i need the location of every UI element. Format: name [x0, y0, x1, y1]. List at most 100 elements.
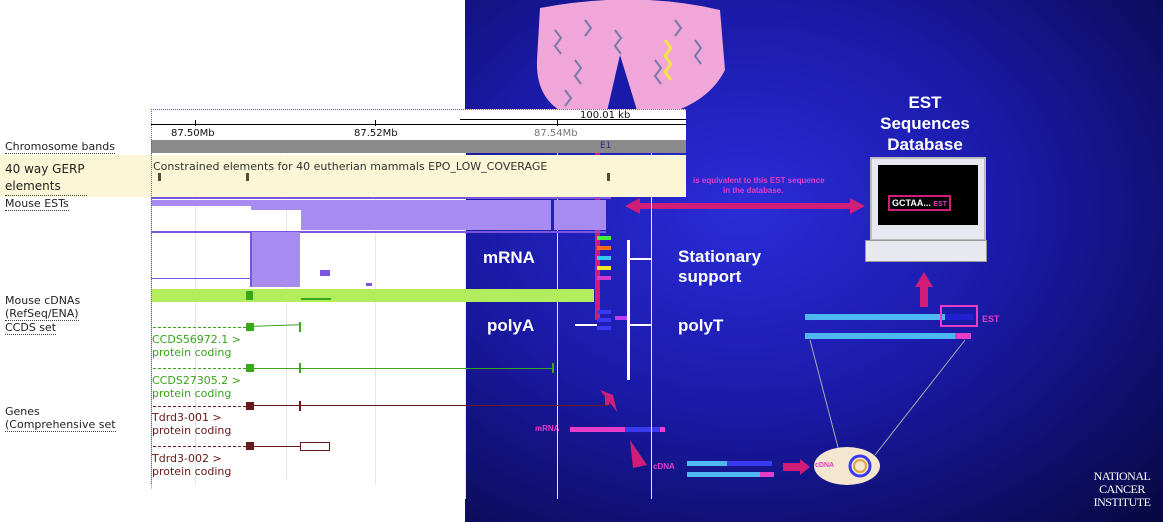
genome-browser-panel: 100.01 kb 87.50Mb 87.52Mb 87.54Mb Chromo… [0, 109, 686, 499]
ccds1-label[interactable]: CCDS56972.1 > protein coding [152, 333, 241, 359]
track-label-genes[interactable]: Genes (Comprehensive set [5, 405, 116, 432]
mrna-small-label: mRNA [535, 424, 560, 433]
ruler-axis [151, 124, 686, 125]
ccds-exon[interactable] [246, 364, 254, 372]
gerp-element[interactable] [607, 173, 610, 181]
track-label-chromosome-bands[interactable]: Chromosome bands [5, 140, 115, 154]
gerp-track-description: Constrained elements for 40 eutherian ma… [153, 160, 548, 173]
gerp-element[interactable] [246, 173, 249, 181]
genes-label-line1: Genes [5, 405, 40, 418]
genes-label-line2: (Comprehensive set [5, 418, 116, 432]
gerp-track-row [0, 155, 686, 197]
gene1-type: protein coding [152, 424, 232, 437]
nci-line3: INSTITUTE [1093, 495, 1151, 509]
mouse-cdnas-label-line1: Mouse cDNAs [5, 294, 81, 307]
gene2-label[interactable]: Tdrd3-002 > protein coding [152, 452, 231, 478]
track-label-mouse-ests[interactable]: Mouse ESTs [5, 197, 69, 211]
db-title-line2: Sequences [880, 114, 970, 133]
grid-line [465, 109, 466, 499]
gerp-label-line2: elements [5, 178, 87, 196]
est-feature[interactable] [366, 283, 372, 286]
ruler[interactable] [151, 109, 686, 144]
ccds-label[interactable]: CCDS set [5, 321, 57, 335]
stationary-label: Stationary support [678, 247, 761, 287]
ruler-span: 100.01 kb [580, 110, 631, 121]
ccds1-id[interactable]: CCDS56972.1 > [152, 333, 242, 346]
ccds-connector [153, 368, 246, 369]
screen-est-tag: EST [933, 201, 947, 208]
gerp-label-line1: 40 way GERP [5, 162, 85, 176]
nci-logo: NATIONAL CANCER INSTITUTE [1083, 470, 1161, 509]
mouse-cdnas-label-line2: (RefSeq/ENA) [5, 307, 79, 321]
ccds-connector [153, 327, 246, 328]
est-feature[interactable] [554, 200, 606, 230]
mouse-ests-label[interactable]: Mouse ESTs [5, 197, 69, 211]
gene-exon[interactable] [299, 401, 301, 411]
gene-connector [153, 446, 246, 447]
chromosome-bands-label[interactable]: Chromosome bands [5, 140, 115, 154]
ccds2-type: protein coding [152, 387, 232, 400]
cdna-exon[interactable] [246, 291, 253, 300]
polya-label: polyA [487, 316, 535, 335]
ccds-intron [253, 324, 300, 327]
track-label-mouse-cdnas[interactable]: Mouse cDNAs (RefSeq/ENA) [5, 294, 80, 321]
ruler-coord: 87.50Mb [171, 128, 215, 139]
slide-image: GCTAA... EST EST Sequences Database is e… [465, 0, 1163, 522]
ccds2-id[interactable]: CCDS27305.2 > [152, 374, 242, 387]
browser-left-border [151, 109, 152, 484]
screen-sequence: GCTAA... [892, 198, 931, 208]
est-feature[interactable] [320, 270, 330, 276]
est-feature[interactable] [250, 232, 252, 287]
est-feature[interactable] [151, 200, 251, 206]
gene1-label[interactable]: Tdrd3-001 > protein coding [152, 411, 231, 437]
ruler-tick [195, 120, 196, 126]
gene2-id[interactable]: Tdrd3-002 > [152, 452, 222, 465]
track-label-ccds[interactable]: CCDS set [5, 321, 57, 335]
est-tag: EST [982, 314, 1000, 324]
gerp-element[interactable] [158, 173, 161, 181]
cdna-exon[interactable] [301, 298, 331, 300]
gene2-type: protein coding [152, 465, 232, 478]
est-feature[interactable] [251, 200, 301, 210]
band-label: E1 [600, 141, 612, 151]
ccds-exon[interactable] [299, 322, 301, 332]
nci-line1: NATIONAL [1093, 469, 1151, 483]
grid-line [375, 155, 376, 485]
ccds-intron [254, 368, 552, 369]
chromosome-band-bar[interactable] [151, 140, 686, 153]
db-title-line1: EST [908, 93, 942, 112]
db-title-line3: Database [887, 135, 963, 154]
ccds-exon[interactable] [246, 323, 254, 331]
est-feature[interactable] [151, 231, 606, 233]
stationary-line2: support [678, 267, 742, 286]
equiv-line1: is equivalent to this EST sequence [693, 176, 825, 185]
gene-utr[interactable] [300, 442, 330, 451]
grid-line [557, 109, 558, 499]
gene-intron [254, 446, 300, 447]
ruler-tick [557, 120, 558, 126]
est-feature[interactable] [250, 232, 300, 287]
equiv-line2: in the database. [723, 186, 784, 195]
cdna-oval-label: cDNA [815, 462, 835, 469]
gene-exon[interactable] [246, 402, 254, 410]
db-title: EST Sequences Database [860, 92, 990, 155]
ruler-scale-line [460, 119, 686, 120]
nci-line2: CANCER [1099, 482, 1145, 496]
ruler-coord: 87.54Mb [534, 128, 578, 139]
est-feature[interactable] [301, 200, 551, 230]
ccds1-type: protein coding [152, 346, 232, 359]
track-label-gerp[interactable]: 40 way GERP elements [5, 161, 87, 196]
ccds2-label[interactable]: CCDS27305.2 > protein coding [152, 374, 241, 400]
cdna-small-label: cDNA [653, 462, 675, 471]
ruler-border [151, 109, 686, 110]
ccds-exon[interactable] [299, 363, 301, 373]
gene-exon[interactable] [246, 442, 254, 450]
ruler-coord: 87.52Mb [354, 128, 398, 139]
polyt-label: polyT [678, 316, 724, 335]
est-feature[interactable] [151, 197, 611, 199]
cdna-feature[interactable] [151, 289, 594, 302]
gene1-id[interactable]: Tdrd3-001 > [152, 411, 222, 424]
gene-connector [153, 406, 246, 407]
est-feature[interactable] [151, 278, 250, 279]
ccds-exon[interactable] [552, 363, 554, 373]
